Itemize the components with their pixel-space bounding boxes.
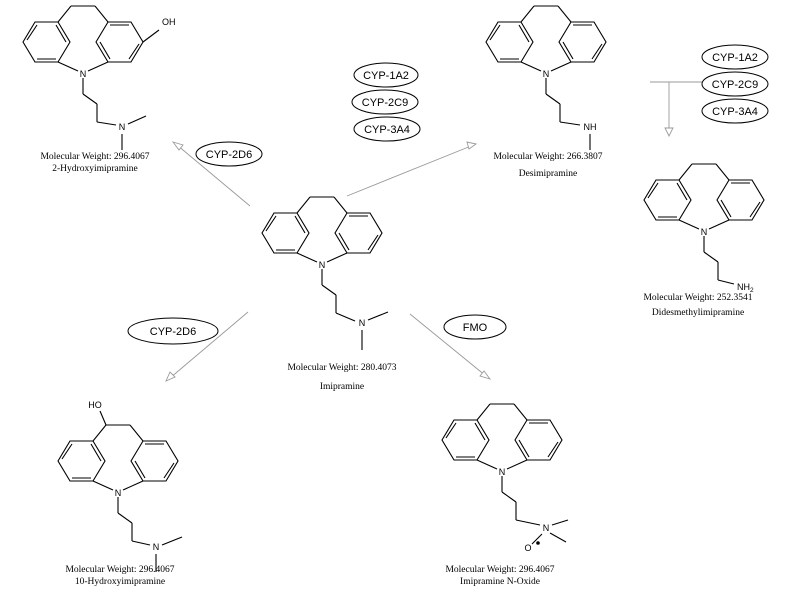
enzyme-group-mid: CYP-1A2 CYP-2C9 CYP-3A4	[351, 62, 421, 142]
enzyme-label: CYP-1A2	[363, 70, 409, 82]
enzyme-label: CYP-2D6	[150, 326, 196, 338]
n-atom: N	[153, 542, 160, 552]
charge-dot	[536, 541, 540, 545]
enzyme-label: CYP-3A4	[364, 124, 410, 136]
didesmethylimipramine-structure: N NH2	[643, 163, 765, 294]
enzyme-fmo: FMO	[443, 314, 507, 340]
imipramine-n-oxide-structure: N N O	[441, 403, 569, 553]
hydroxyimipramine-2-structure: N N OH	[22, 5, 176, 150]
enzyme-label: CYP-1A2	[712, 52, 758, 64]
arrow-to-imipramine-n-oxide	[409, 313, 492, 380]
arrow-to-desimipramine	[346, 141, 478, 197]
didesmethylimipramine-mw: Molecular Weight: 252.3541	[643, 293, 752, 303]
didesmethylimipramine-name: Didesmethylimipramine	[652, 308, 744, 318]
enzyme-cyp2d6-bottom: CYP-2D6	[127, 317, 219, 345]
enzyme-label: CYP-2D6	[206, 149, 252, 161]
imipramine-n-oxide-mw: Molecular Weight: 296.4067	[445, 565, 554, 575]
enzyme-label: FMO	[463, 322, 488, 334]
n-atom: N	[701, 227, 708, 237]
n-atom: N	[543, 523, 550, 533]
imipramine-n-oxide-name: Imipramine N-Oxide	[460, 577, 540, 587]
nh-atom: NH	[584, 122, 597, 132]
enzyme-label: CYP-3A4	[712, 106, 758, 118]
oxide-label: O	[524, 543, 531, 553]
n-atom: N	[359, 318, 366, 328]
enzyme-label: CYP-2C9	[362, 97, 408, 109]
amine-label: NH2	[737, 282, 754, 294]
n-atom: N	[115, 488, 122, 498]
imipramine-mw: Molecular Weight: 280.4073	[287, 363, 396, 373]
enzyme-label: CYP-2C9	[712, 79, 758, 91]
arrow-to-2-hydroxyimipramine	[171, 141, 251, 207]
desimipramine-name: Desimipramine	[519, 169, 578, 179]
imipramine-name: Imipramine	[320, 382, 364, 392]
enzyme-group-right: CYP-1A2 CYP-2C9 CYP-3A4	[701, 44, 769, 124]
n-atom: N	[499, 467, 506, 477]
hydroxyimipramine-10-name: 10-Hydroxyimipramine	[75, 577, 165, 587]
hydroxyimipramine-10-mw: Molecular Weight: 296.4067	[65, 565, 174, 575]
imipramine-structure: N N	[261, 196, 389, 350]
arrow-to-10-hydroxyimipramine	[165, 311, 249, 382]
n-atom: N	[319, 260, 326, 270]
n-atom: N	[119, 122, 126, 132]
arrow-to-didesmethylimipramine	[650, 81, 702, 138]
desimipramine-mw: Molecular Weight: 266.3807	[493, 152, 602, 162]
hydroxyimipramine-2-mw: Molecular Weight: 296.4067	[40, 152, 149, 162]
hydroxyimipramine-2-name: 2-Hydroxyimipramine	[52, 164, 137, 174]
hydroxyl-label: OH	[162, 17, 176, 27]
hydroxyimipramine-10-structure: N N HO	[57, 400, 183, 572]
enzyme-cyp2d6-top: CYP-2D6	[195, 141, 263, 167]
desimipramine-structure: N NH	[485, 5, 607, 150]
hydroxyl-label: HO	[88, 400, 102, 410]
n-atom: N	[543, 69, 550, 79]
n-atom: N	[80, 69, 87, 79]
